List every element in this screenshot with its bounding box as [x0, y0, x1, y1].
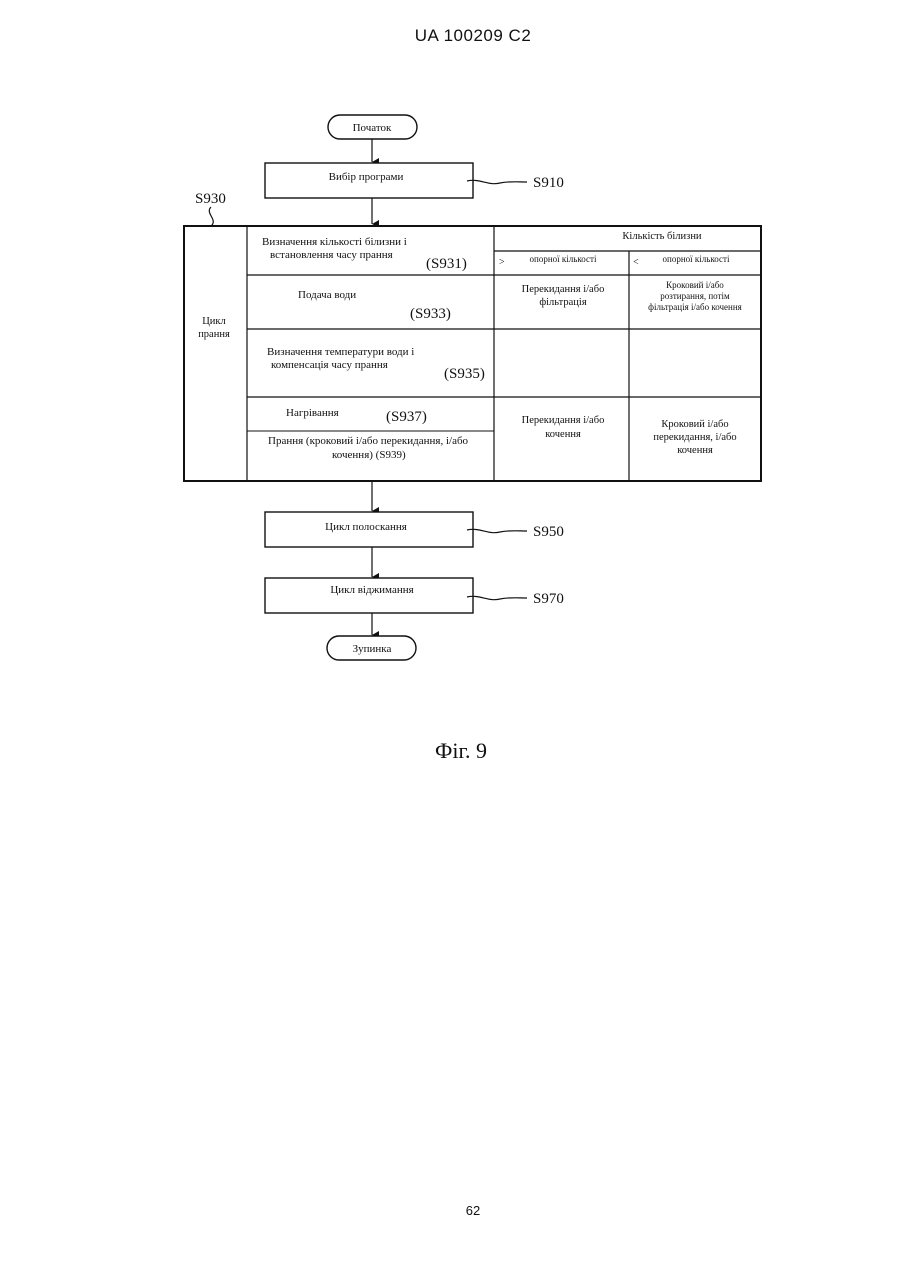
table-header: Кількість білизни — [622, 231, 702, 242]
table-col1-header: опорної кількості — [530, 254, 597, 264]
leader-s910 — [467, 180, 527, 183]
wash-col2-line1: Кроковий і/або — [661, 419, 728, 430]
water-col1-line2: фільтрація — [539, 297, 587, 308]
start-terminal: Початок — [328, 115, 417, 139]
step-s939-line1: Прання (кроковий і/або перекидання, і/аб… — [268, 435, 469, 447]
step-s931-ref: (S931) — [426, 256, 467, 272]
figure-caption: Фіг. 9 — [0, 738, 901, 764]
table-col2-symbol: < — [633, 257, 639, 268]
leader-s970 — [467, 596, 527, 599]
wash-cycle-label-2: прання — [198, 329, 230, 340]
wash-col1-line1: Перекидання і/або — [522, 415, 605, 426]
step-s937-ref: (S937) — [386, 409, 427, 425]
water-col2-line1: Кроковий і/або — [666, 280, 724, 290]
start-label: Початок — [353, 122, 392, 134]
program-select-ref: S910 — [533, 175, 564, 191]
step-s933-label: Подача води — [298, 289, 356, 301]
step-s931-line2: встановлення часу прання — [270, 249, 393, 261]
water-col2-line3: фільтрація і/або кочення — [648, 302, 742, 312]
wash-col1-line2: кочення — [545, 429, 581, 440]
step-s933-ref: (S933) — [410, 306, 451, 322]
rinse-cycle-ref: S950 — [533, 524, 564, 540]
step-s935-line1: Визначення температури води і — [267, 346, 414, 358]
rinse-cycle-label: Цикл полоскання — [325, 521, 407, 533]
step-s937-label: Нагрівання — [286, 407, 339, 419]
table-col1-symbol: > — [499, 257, 505, 268]
program-select-label: Вибір програми — [329, 171, 404, 183]
step-s931-line1: Визначення кількості білизни і — [262, 236, 407, 248]
water-col1-line1: Перекидання і/або — [522, 284, 605, 295]
wash-col2-line3: кочення — [677, 445, 713, 456]
rinse-cycle-box: Цикл полоскання — [265, 512, 473, 547]
step-s939-line2: кочення) (S939) — [332, 449, 406, 461]
stop-label: Зупинка — [353, 643, 392, 655]
table-col2-header: опорної кількості — [663, 254, 730, 264]
leader-s950 — [467, 529, 527, 532]
step-s935-line2: компенсація часу прання — [271, 359, 388, 371]
stop-terminal: Зупинка — [327, 636, 416, 660]
program-select-box: Вибір програми — [265, 163, 473, 198]
spin-cycle-ref: S970 — [533, 591, 564, 607]
wash-cycle-label-1: Цикл — [202, 316, 226, 327]
wash-col2-line2: перекидання, і/або — [653, 432, 736, 443]
wash-cycle-ref: S930 — [195, 191, 226, 207]
flowchart-diagram: Початок Вибір програми S910 S930 Цикл пр… — [0, 0, 901, 720]
spin-cycle-box: Цикл віджимання — [265, 578, 473, 613]
spin-cycle-label: Цикл віджимання — [330, 584, 413, 596]
page-number: 62 — [0, 1203, 901, 1218]
step-s935-ref: (S935) — [444, 366, 485, 382]
water-col2-line2: розтирання, потім — [660, 291, 730, 301]
